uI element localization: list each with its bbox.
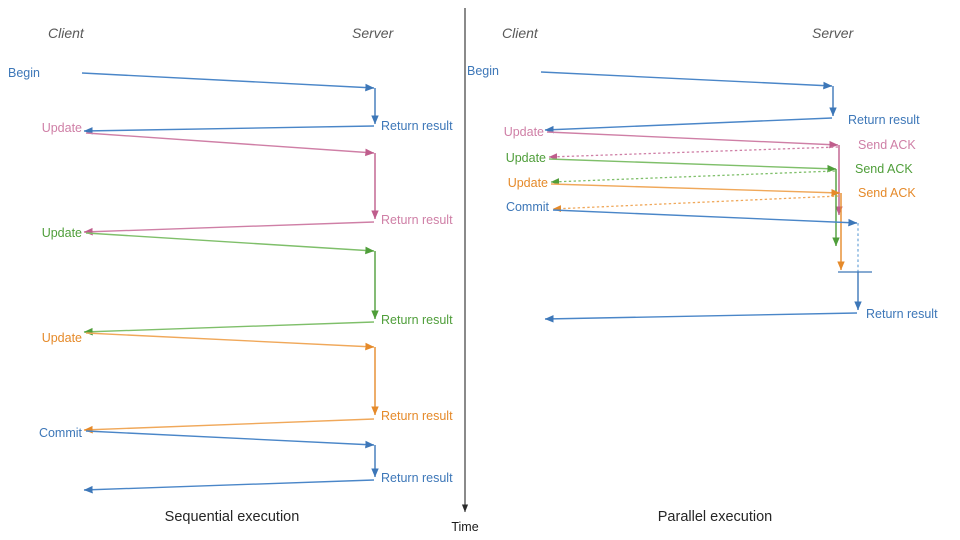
left-flow-update-1: Update Return result — [42, 121, 453, 236]
arrow-update3-response — [83, 418, 375, 434]
left-label-update-2: Update — [42, 226, 82, 240]
arrow-r-commit-request — [552, 209, 858, 227]
right-flow-update-3: Update Send ACK — [508, 176, 916, 271]
right-flow-update-1: Update Send ACK — [504, 125, 916, 216]
right-label-return-1: Return result — [848, 113, 920, 127]
right-panel: Client Server Begin Return result Update… — [467, 25, 938, 525]
right-label-update-3: Update — [508, 176, 548, 190]
left-label-return-1: Return result — [381, 119, 453, 133]
arrow-begin-request — [81, 72, 375, 92]
arrow-r-begin-request — [540, 71, 833, 90]
right-label-begin: Begin — [467, 64, 499, 78]
arrow-r-update1-request — [546, 131, 839, 149]
left-label-begin: Begin — [8, 66, 40, 80]
right-flow-commit: Commit Return result — [506, 200, 938, 323]
left-flow-begin: Begin Return result — [8, 66, 453, 135]
left-panel: Client Server Begin Return result Update… — [8, 25, 453, 525]
arrow-r-commit-response — [544, 312, 858, 323]
arrow-r-ack3-dotted — [552, 195, 840, 213]
right-label-return-2: Return result — [866, 307, 938, 321]
right-label-update-1: Update — [504, 125, 544, 139]
right-label-ack-2: Send ACK — [855, 162, 913, 176]
right-flow-update-2: Update Send ACK — [506, 151, 913, 247]
arrow-commit-request — [85, 430, 375, 449]
right-panel-caption: Parallel execution — [658, 509, 772, 525]
left-label-commit: Commit — [39, 426, 83, 440]
right-flow-begin: Begin Return result — [467, 64, 920, 134]
right-label-commit: Commit — [506, 200, 550, 214]
left-flow-commit: Commit Return result — [39, 426, 453, 494]
left-flow-update-2: Update Return result — [42, 226, 453, 336]
left-flow-update-3: Update Return result — [42, 331, 453, 434]
right-client-header: Client — [502, 25, 539, 41]
left-label-return-4: Return result — [381, 409, 453, 423]
left-label-return-2: Return result — [381, 213, 453, 227]
arrow-update2-request — [85, 232, 375, 255]
left-label-update-3: Update — [42, 331, 82, 345]
left-server-header: Server — [352, 25, 395, 41]
left-panel-caption: Sequential execution — [165, 509, 300, 525]
arrow-commit-response — [83, 479, 375, 494]
arrow-r-ack1-dotted — [548, 146, 839, 161]
arrow-update3-request — [85, 332, 375, 351]
arrow-update1-request — [85, 132, 375, 157]
left-client-header: Client — [48, 25, 85, 41]
arrow-r-update3-request — [550, 183, 841, 197]
arrow-begin-response — [83, 125, 375, 135]
left-label-return-3: Return result — [381, 313, 453, 327]
arrow-r-begin-response — [544, 117, 833, 134]
arrow-update2-response — [83, 321, 375, 336]
arrow-r-ack2-dotted — [550, 170, 836, 186]
right-label-update-2: Update — [506, 151, 546, 165]
arrow-update1-response — [83, 221, 375, 236]
left-label-update-1: Update — [42, 121, 82, 135]
right-server-header: Server — [812, 25, 855, 41]
time-axis: Time — [451, 8, 479, 534]
time-axis-label: Time — [451, 520, 478, 534]
right-label-ack-1: Send ACK — [858, 138, 916, 152]
arrow-r-update2-request — [548, 158, 837, 173]
right-label-ack-3: Send ACK — [858, 186, 916, 200]
left-label-return-5: Return result — [381, 471, 453, 485]
